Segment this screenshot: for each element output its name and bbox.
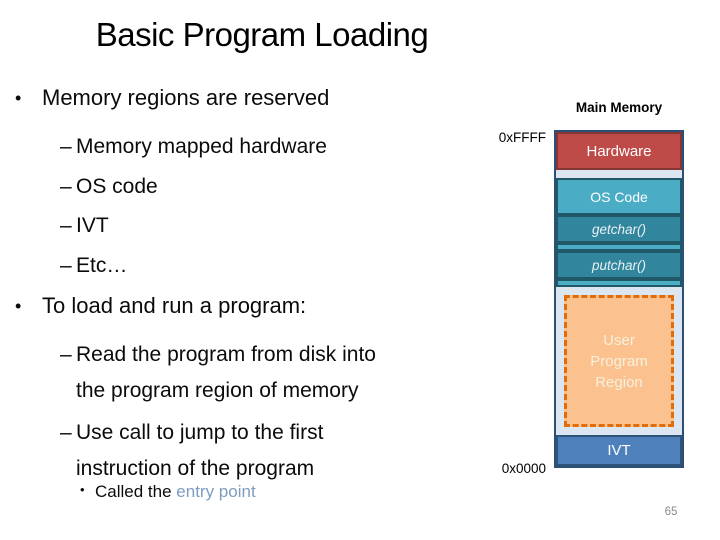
memory-region-hardware: Hardware xyxy=(556,132,682,170)
sub-bullet-line: instruction of the program xyxy=(76,457,315,480)
sub-bullet-ivt: IVT xyxy=(60,206,327,246)
main-memory-diagram: Hardware OS Code getchar() putchar() Use… xyxy=(554,130,684,468)
memory-strip xyxy=(556,243,682,251)
region-label: Hardware xyxy=(586,142,652,160)
sub-bullet-etc: Etc… xyxy=(60,246,327,286)
region-label: IVT xyxy=(607,442,631,459)
memory-region-putchar: putchar() xyxy=(556,251,682,279)
page-number: 65 xyxy=(664,506,678,518)
address-label-bottom: 0x0000 xyxy=(501,461,546,476)
sub-bullet-line: Read the program from disk into xyxy=(76,343,376,366)
bullet1-sub-list: Memory mapped hardware OS code IVT Etc… xyxy=(60,127,327,285)
region-label: OS Code xyxy=(590,188,648,205)
sub-bullet-memory-mapped-hardware: Memory mapped hardware xyxy=(60,127,327,167)
memory-region-os-code: OS Code xyxy=(556,178,682,215)
bullet-load-and-run: To load and run a program: xyxy=(13,292,306,320)
sub-bullet-use-call: Use call to jump to the first instructio… xyxy=(60,415,376,487)
memory-region-ivt: IVT xyxy=(556,435,682,466)
memory-region-getchar: getchar() xyxy=(556,215,682,243)
note-entry-point: Called the entry point xyxy=(78,482,256,502)
note-prefix: Called the xyxy=(95,482,177,501)
region-label: User Program Region xyxy=(590,331,648,391)
slide-title: Basic Program Loading xyxy=(95,16,429,53)
user-program-region-box: User Program Region xyxy=(564,295,674,427)
bullet2-sub-list: Read the program from disk into the prog… xyxy=(60,337,376,493)
entry-point-term: entry point xyxy=(176,482,256,501)
bullet-memory-regions: Memory regions are reserved xyxy=(13,84,329,112)
memory-region-user-area: User Program Region xyxy=(556,287,682,435)
sub-bullet-line: Use call to jump to the first xyxy=(76,421,324,444)
sub-bullet-read-program: Read the program from disk into the prog… xyxy=(60,337,376,409)
sub-bullet-line: the program region of memory xyxy=(76,379,359,402)
diagram-title: Main Memory xyxy=(575,100,663,115)
region-label: getchar() xyxy=(591,221,647,237)
memory-gap xyxy=(556,170,682,178)
address-label-top: 0xFFFF xyxy=(498,130,546,145)
sub-bullet-os-code: OS code xyxy=(60,167,327,207)
memory-strip xyxy=(556,279,682,287)
region-label: putchar() xyxy=(591,257,647,273)
